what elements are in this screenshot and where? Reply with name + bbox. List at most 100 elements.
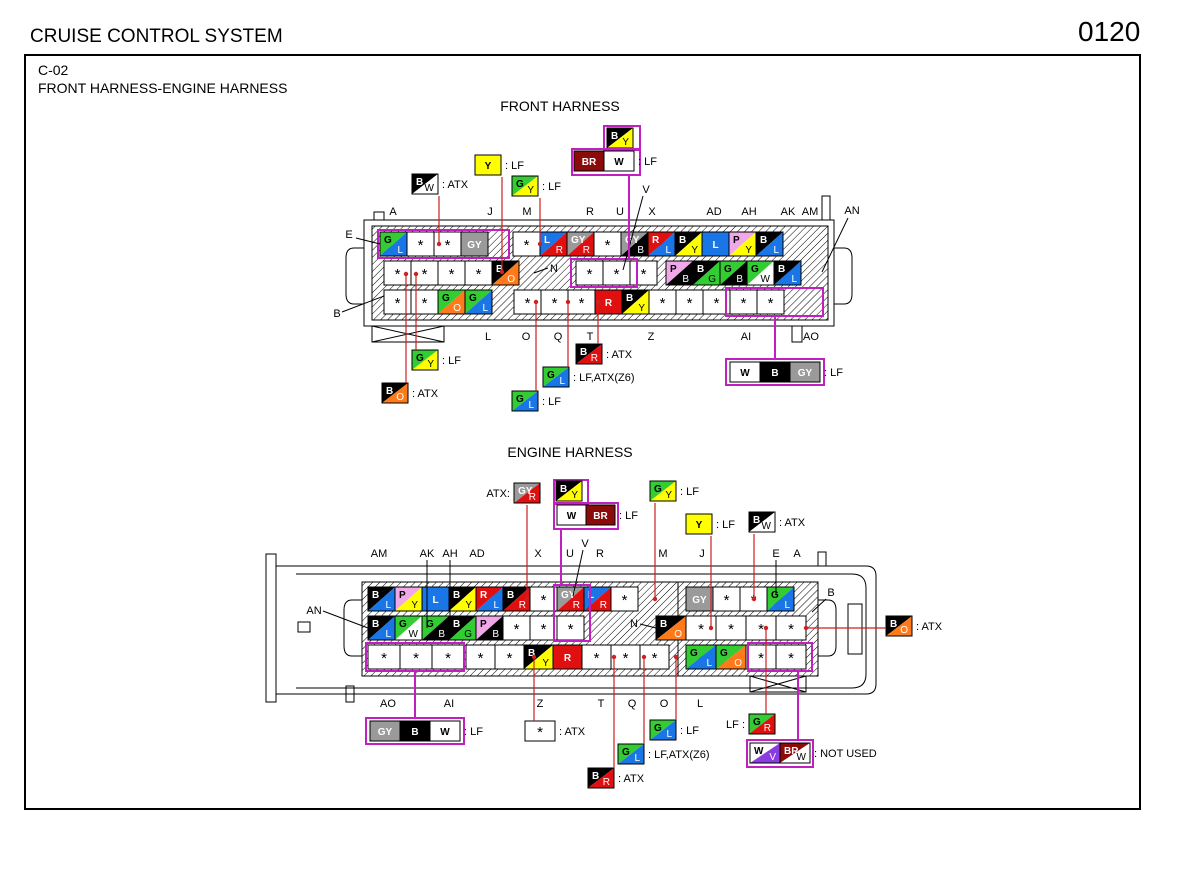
unused-terminal-mark: * bbox=[594, 650, 600, 667]
front-row2a-terminal-5: BO bbox=[491, 260, 520, 286]
lead-dot bbox=[524, 596, 530, 602]
wire-stripe-code: O bbox=[734, 658, 742, 669]
engine-top-label: J bbox=[699, 548, 705, 560]
unused-terminal-mark: * bbox=[758, 621, 764, 638]
engine-callout-wbr-lf-wire-2: BR bbox=[585, 504, 616, 526]
unused-terminal-mark: * bbox=[698, 621, 704, 638]
wire-color-code: G bbox=[547, 370, 555, 381]
wire-color-code: G bbox=[654, 723, 662, 734]
wire-stripe-code: L bbox=[482, 303, 488, 314]
wire-color-code: B bbox=[453, 590, 460, 601]
wire-color-code: G bbox=[720, 648, 728, 659]
engine-row3c-terminal-3: * bbox=[745, 644, 777, 670]
engine-callout-by-lf: BY bbox=[555, 480, 583, 502]
wire-color-code: L bbox=[544, 235, 550, 246]
wire-color-code: BR bbox=[593, 511, 608, 522]
front-callout-y-lf-wire-1: Y bbox=[474, 154, 502, 176]
wire-stripe-code: L bbox=[791, 274, 797, 285]
lead-dot bbox=[537, 241, 543, 247]
unused-terminal-mark: * bbox=[413, 650, 419, 667]
wire-color-code: G bbox=[724, 264, 732, 275]
engine-bottom-label: AO bbox=[380, 698, 396, 710]
engine-callout-notused-wire-2: BRW bbox=[779, 742, 811, 764]
engine-callout-wbr-lf-label: : LF bbox=[619, 510, 638, 522]
engine-top-label: M bbox=[658, 548, 667, 560]
engine-top-label: R bbox=[596, 548, 604, 560]
front-row2c-terminal-3: GB bbox=[719, 260, 748, 286]
wire-color-code: G bbox=[516, 179, 524, 190]
wire-color-code: B bbox=[453, 619, 460, 630]
wire-color-code: R bbox=[480, 590, 488, 601]
wire-stripe-code: L bbox=[385, 629, 391, 640]
front-row3b-terminal-10: * bbox=[756, 289, 785, 315]
front-callout-by-lf-wire-1: BY bbox=[606, 127, 634, 149]
wire-stripe-code: L bbox=[666, 729, 672, 740]
engine-side-label: AN bbox=[306, 605, 321, 617]
pointer-line bbox=[341, 295, 385, 313]
wire-color-code: G bbox=[654, 484, 662, 495]
unused-terminal-mark: * bbox=[788, 650, 794, 667]
wire-color-code: B bbox=[496, 264, 503, 275]
wire-stripe-code: B bbox=[682, 274, 689, 285]
wire-stripe-code: Y bbox=[527, 185, 534, 196]
front-callout-br-atx: BR: ATX bbox=[575, 343, 633, 365]
wire-color-code: B bbox=[592, 771, 599, 782]
wire-stripe-code: R bbox=[573, 600, 580, 611]
engine-row1a-terminal-1: BL bbox=[367, 586, 396, 612]
engine-callout-gl-lfatx: GL: LF,ATX(Z6) bbox=[617, 743, 710, 765]
wire-stripe-code: Y bbox=[427, 359, 434, 370]
front-bottom-label: Q bbox=[554, 331, 563, 343]
lead-dot bbox=[763, 625, 769, 631]
engine-row2a-terminal-6: * bbox=[502, 615, 531, 641]
wire-color-code: B bbox=[679, 235, 686, 246]
engine-row3c-terminal-2: GO bbox=[715, 644, 747, 670]
wire-color-code: B bbox=[697, 264, 704, 275]
wire-stripe-code: L bbox=[634, 753, 640, 764]
engine-callout-br-atx-wire-1: BR bbox=[587, 767, 615, 789]
unused-terminal-mark: * bbox=[568, 621, 574, 638]
connector-name: FRONT HARNESS-ENGINE HARNESS bbox=[38, 80, 288, 96]
front-row3a-terminal-2: * bbox=[410, 289, 439, 315]
engine-callout-y-lf: Y: LF bbox=[685, 513, 735, 535]
engine-bottom-label: Z bbox=[537, 698, 544, 710]
wire-color-code: W bbox=[754, 746, 764, 757]
front-row1b-terminal-9: PY bbox=[728, 231, 757, 257]
wire-stripe-code: Y bbox=[542, 658, 549, 669]
lead-dot bbox=[533, 299, 539, 305]
wire-stripe-code: L bbox=[559, 376, 565, 387]
unused-terminal-mark: * bbox=[541, 621, 547, 638]
engine-row2b-terminal-5: * bbox=[775, 615, 807, 641]
wire-color-code: G bbox=[469, 293, 477, 304]
wire-color-code: GY bbox=[625, 235, 640, 246]
wire-color-code: B bbox=[890, 619, 897, 630]
wire-stripe-code: Y bbox=[571, 490, 578, 501]
engine-top-label: U bbox=[566, 548, 574, 560]
engine-top-label: AH bbox=[442, 548, 457, 560]
front-row1a-terminal-4: GY bbox=[460, 231, 489, 257]
front-callout-br-atx-label: : ATX bbox=[606, 349, 633, 361]
wire-stripe-code: G bbox=[464, 629, 472, 640]
wire-color-code: B bbox=[416, 177, 423, 188]
unused-terminal-mark: * bbox=[422, 295, 428, 312]
unused-terminal-mark: * bbox=[768, 295, 774, 312]
lead-dot bbox=[531, 654, 537, 660]
front-row3b-terminal-4: R bbox=[594, 289, 623, 315]
unused-terminal-mark: * bbox=[552, 295, 558, 312]
front-callout-gl-lfatx-label: : LF,ATX(Z6) bbox=[573, 372, 635, 384]
engine-callout-gy-lf-label: : LF bbox=[680, 486, 699, 498]
engine-top-label: AD bbox=[469, 548, 484, 560]
pointer-line bbox=[821, 217, 849, 273]
pointer-line bbox=[811, 598, 827, 613]
engine-row3b-terminal-1: * bbox=[465, 644, 496, 670]
wire-stripe-code: Y bbox=[638, 303, 645, 314]
wire-stripe-code: L bbox=[784, 600, 790, 611]
engine-callout-gybw-lf-label: : LF bbox=[464, 726, 483, 738]
front-callout-gl-lf: GL: LF bbox=[511, 390, 561, 412]
wire-stripe-code: O bbox=[453, 303, 461, 314]
wire-color-code: G bbox=[771, 590, 779, 601]
lead-dot bbox=[652, 596, 658, 602]
wire-color-code: L bbox=[588, 590, 594, 601]
engine-row1a-terminal-3: L bbox=[421, 586, 450, 612]
unused-terminal-mark: * bbox=[687, 295, 693, 312]
